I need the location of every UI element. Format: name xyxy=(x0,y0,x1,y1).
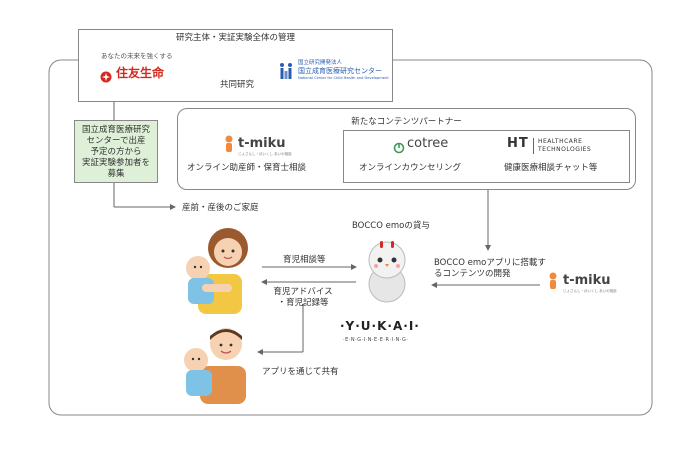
tmiku-logo-right: t-miku xyxy=(563,273,611,288)
ncchd-name: 国立成育医療研究センター xyxy=(298,67,382,75)
sumitomo-name: 住友生命 xyxy=(116,66,165,80)
share-label: アプリを通じて共有 xyxy=(262,367,339,377)
partners-inner-box: cotree オンラインカウンセリング HT HEALTHCARE TECHNO… xyxy=(343,130,630,183)
bocco-label: BOCCO emoの貸与 xyxy=(352,221,430,231)
dev-line: BOCCO emoアプリに搭載す xyxy=(434,258,546,268)
recruitment-line: 実証実験参加者を xyxy=(81,158,150,168)
cotree-label: オンラインカウンセリング xyxy=(359,163,462,173)
management-box: 研究主体・実証実験全体の管理 あなたの未来を強くする 住友生命 国立研究開発法人… xyxy=(78,29,393,102)
consult-label: 育児相談等 xyxy=(283,255,326,265)
mother-baby-illustration xyxy=(180,222,260,314)
partners-box: 新たなコンテンツパートナー t-miku じょさんし・ほいくし あいの相談 オン… xyxy=(177,108,636,190)
ncchd-logo-icon xyxy=(279,62,295,80)
yukai-logo: ·Y·U·K·A·I· xyxy=(340,319,420,333)
recruitment-line: センターで出産 xyxy=(86,136,146,146)
tmiku-label: オンライン助産師・保育士相談 xyxy=(187,163,307,173)
tmiku-sub: じょさんし・ほいくし あいの相談 xyxy=(238,152,292,156)
ncchd-name-en: National Center for Child Health and Dev… xyxy=(298,76,389,80)
bocco-robot-icon xyxy=(362,238,412,304)
dev-line: るコンテンツの開発 xyxy=(434,269,511,279)
cotree-logo: cotree xyxy=(407,136,449,151)
ht-logo: HT xyxy=(507,136,529,151)
partners-title: 新たなコンテンツパートナー xyxy=(351,117,462,127)
tmiku-logo-icon xyxy=(546,272,560,290)
cotree-leaf-icon xyxy=(393,139,405,154)
ht-sub1: HEALTHCARE xyxy=(538,138,583,145)
tmiku-sub-right: じょさんし・ほいくし あいの相談 xyxy=(563,289,617,293)
father-baby-illustration xyxy=(180,322,255,404)
recruitment-line: 国立成育医療研究 xyxy=(81,125,150,135)
recruitment-line: 募集 xyxy=(107,169,125,179)
sumitomo-logo-icon xyxy=(100,68,112,83)
advice-line: 育児アドバイス xyxy=(273,287,333,297)
joint-research-label: 共同研究 xyxy=(220,80,255,90)
sumitomo-tagline: あなたの未来を強くする xyxy=(101,52,173,60)
ht-divider xyxy=(533,138,534,154)
tmiku-logo-icon xyxy=(222,135,236,153)
recruitment-line: 予定の方から xyxy=(90,147,142,157)
advice-line: ・育児記録等 xyxy=(277,298,329,308)
family-label: 産前・産後のご家庭 xyxy=(182,203,259,213)
ncchd-name-top: 国立研究開発法人 xyxy=(298,60,343,66)
yukai-sub: ·E·N·G·I·N·E·E·R·I·N·G· xyxy=(343,337,409,343)
management-title: 研究主体・実証実験全体の管理 xyxy=(175,33,295,43)
ht-label: 健康医療相談チャット等 xyxy=(504,163,598,173)
tmiku-logo: t-miku xyxy=(238,136,286,151)
recruitment-box: 国立成育医療研究 センターで出産 予定の方から 実証実験参加者を 募集 xyxy=(74,120,158,183)
ht-sub2: TECHNOLOGIES xyxy=(538,146,592,153)
